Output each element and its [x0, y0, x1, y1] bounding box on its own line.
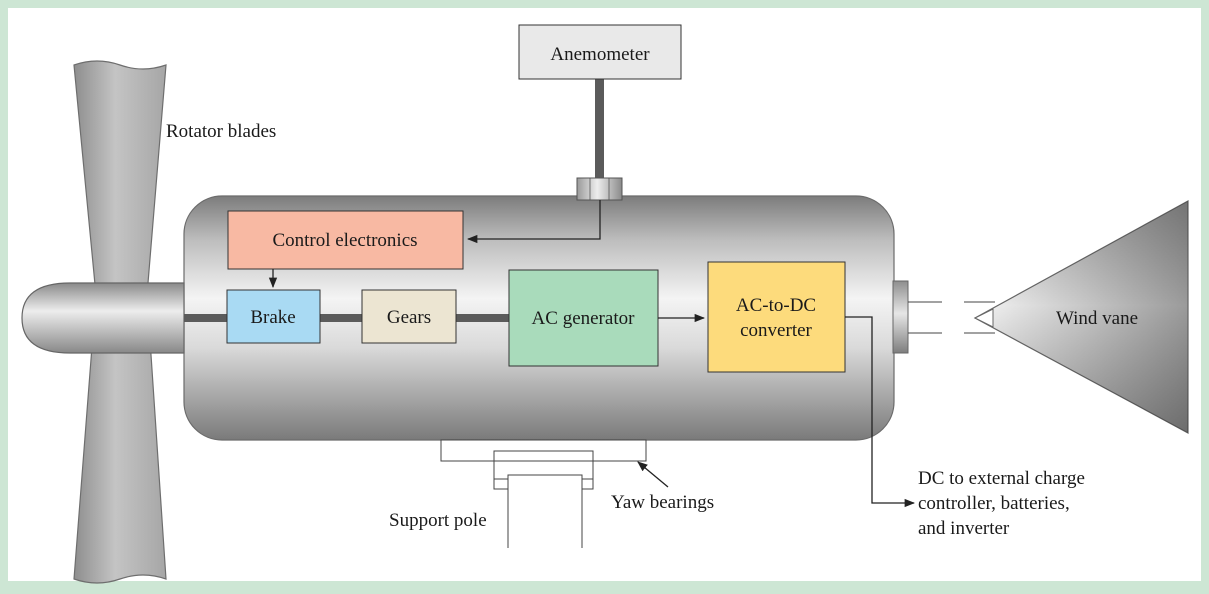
ac-generator-label: AC generator — [532, 308, 636, 329]
dc-output-label-line1: DC to external charge — [918, 468, 1085, 489]
anemometer-label: Anemometer — [550, 44, 650, 65]
dc-output-label-line3: and inverter — [918, 518, 1010, 539]
gears-label: Gears — [387, 307, 431, 328]
control-electronics-box — [227, 210, 464, 270]
ac-generator-box — [508, 269, 659, 367]
control-electronics-label: Control electronics — [272, 230, 417, 251]
brake-label: Brake — [250, 307, 295, 328]
wind-vane-label: Wind vane — [1056, 308, 1138, 329]
rotor-hub — [21, 282, 185, 354]
dc-output-label-line2: controller, batteries, — [918, 493, 1070, 514]
yaw-bearings-label: Yaw bearings — [611, 492, 714, 513]
wind-vane-tip — [973, 308, 994, 328]
support-pole-label: Support pole — [389, 510, 487, 531]
anemometer-signal-arrow — [466, 200, 601, 244]
shaft-brake-gears — [320, 314, 362, 322]
wind-vane-shade — [975, 201, 1188, 433]
support-pole — [507, 474, 583, 548]
anemometer-box — [518, 24, 682, 80]
anemometer-mount — [576, 177, 623, 201]
converter-box — [707, 261, 846, 373]
converter-label-line1: AC-to-DC — [736, 295, 816, 316]
tail-connector — [892, 280, 909, 354]
yaw-bearings-pointer — [637, 461, 669, 488]
shaft-gears-generator — [456, 314, 509, 322]
anemometer-mast — [595, 78, 604, 182]
shaft-hub-brake — [184, 314, 228, 322]
rotator-blades-label: Rotator blades — [166, 121, 276, 142]
gears-box — [361, 289, 457, 344]
dc-output-arrow — [845, 316, 916, 508]
brake-box — [226, 289, 321, 344]
converter-label-line2: converter — [740, 320, 812, 341]
